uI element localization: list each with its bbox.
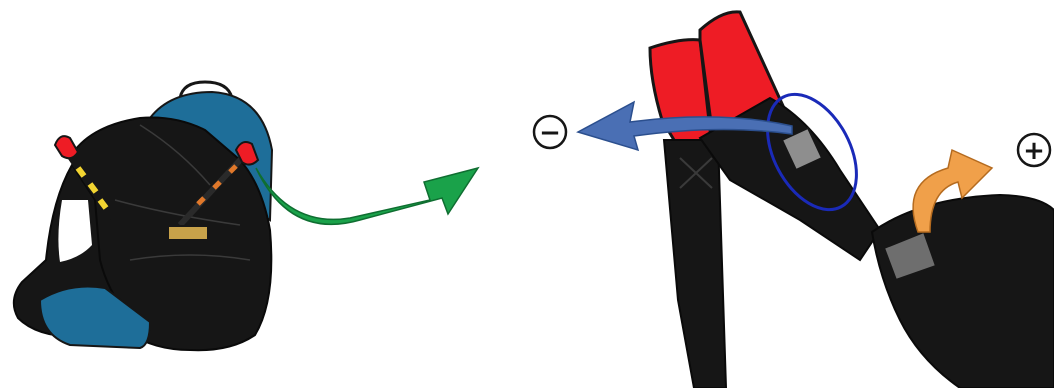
harness-pad xyxy=(872,195,1054,388)
motion-arrow xyxy=(256,168,478,224)
vertical-strap xyxy=(664,140,726,388)
chest-buckle xyxy=(168,226,208,240)
plus-label: + xyxy=(1023,136,1045,166)
curved-arrow-right-icon xyxy=(256,168,478,224)
plus-badge: + xyxy=(1018,134,1050,166)
minus-badge: − xyxy=(534,116,566,148)
harness-illustration xyxy=(14,82,272,350)
left-carabiner xyxy=(55,136,78,158)
strap-detail-illustration xyxy=(650,12,1054,388)
minus-label: − xyxy=(539,118,561,148)
